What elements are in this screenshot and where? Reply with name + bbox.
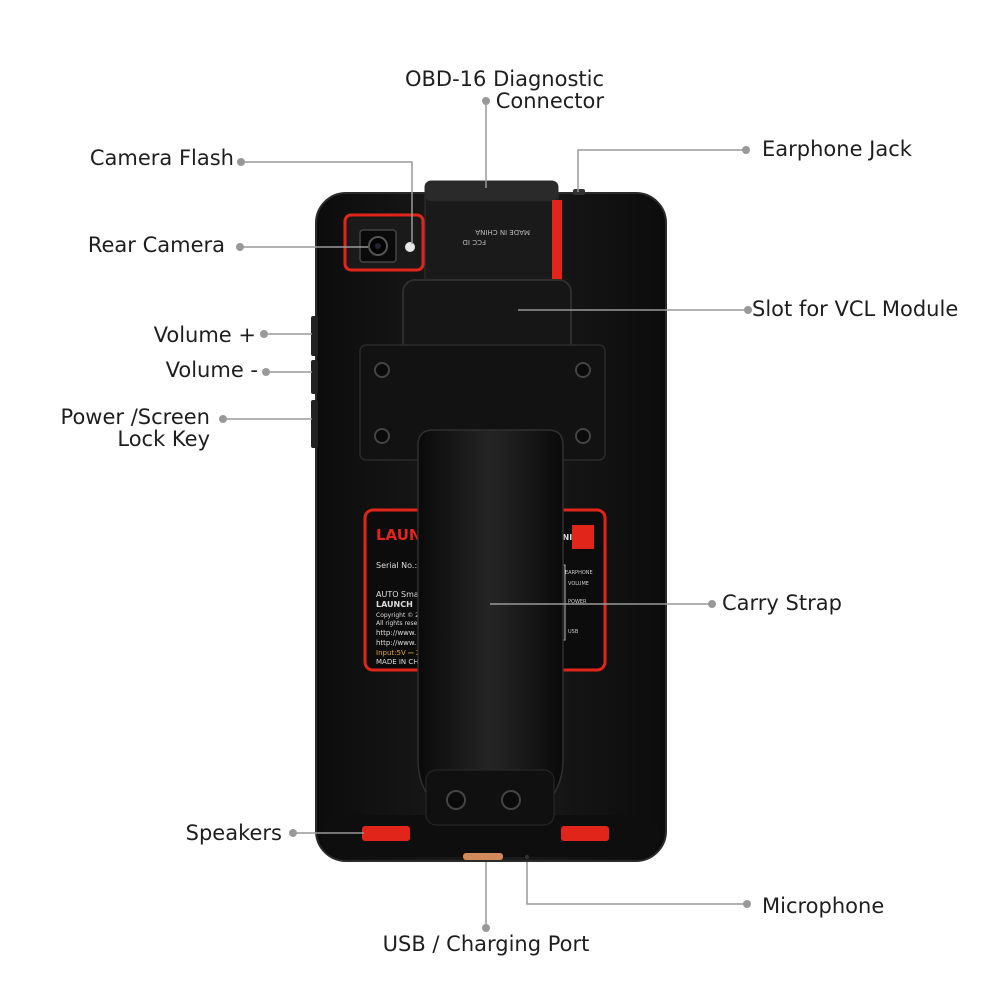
svg-text:AUTO Sma: AUTO Sma bbox=[376, 590, 419, 599]
screw bbox=[374, 428, 390, 444]
volume-up-button[interactable] bbox=[311, 316, 318, 356]
earphone-jack bbox=[573, 189, 585, 195]
speakers bbox=[362, 826, 609, 841]
carry-strap-label: Carry Strap bbox=[722, 591, 842, 615]
screw bbox=[374, 362, 390, 378]
svg-text:USB: USB bbox=[568, 629, 579, 635]
volume-down-label: Volume - bbox=[165, 358, 258, 382]
speaker-right bbox=[561, 826, 609, 841]
strap-screw bbox=[501, 790, 521, 810]
svg-text:All rights reser: All rights reser bbox=[376, 620, 420, 627]
plate-serial-label: Serial No.: bbox=[376, 561, 417, 570]
earphone-jack-label: Earphone Jack bbox=[762, 137, 912, 161]
rear-camera-module bbox=[343, 213, 425, 272]
connector-made-mark: MADE IN CHINA bbox=[475, 228, 530, 236]
svg-text:POWER: POWER bbox=[568, 599, 587, 605]
rear-camera-label: Rear Camera bbox=[87, 233, 225, 257]
obd-connector-label: OBD-16 Diagnostic Connector bbox=[405, 67, 604, 113]
microphone-hole bbox=[525, 855, 529, 859]
power-button[interactable] bbox=[311, 400, 318, 448]
usb-charging-port bbox=[463, 853, 503, 860]
svg-text:Input:5V ⎓ 2: Input:5V ⎓ 2 bbox=[376, 649, 420, 657]
volume-down-button[interactable] bbox=[311, 360, 318, 394]
usb-port-label: USB / Charging Port bbox=[382, 932, 590, 956]
svg-text:http://www.: http://www. bbox=[376, 639, 416, 647]
microphone-label: Microphone bbox=[762, 894, 885, 918]
svg-text:http://www.: http://www. bbox=[376, 629, 416, 637]
screw bbox=[575, 362, 591, 378]
obd-connector: FCC ID MADE IN CHINA bbox=[424, 180, 562, 287]
camera-flash bbox=[405, 242, 415, 252]
svg-text:MADE IN CHI: MADE IN CHI bbox=[376, 658, 421, 666]
plate-lines: AUTO Sma LAUNCH Copyright © 20 All right… bbox=[376, 590, 423, 666]
svg-text:EARPHONE: EARPHONE bbox=[565, 570, 593, 576]
svg-text:Copyright © 20: Copyright © 20 bbox=[376, 612, 423, 619]
leader-lines bbox=[223, 101, 748, 928]
svg-text:LAUNCH: LAUNCH bbox=[376, 600, 413, 609]
power-key-label: Power /Screen Lock Key bbox=[60, 405, 210, 451]
volume-up-label: Volume + bbox=[153, 323, 256, 347]
connector-fcc-mark: FCC ID bbox=[463, 238, 486, 246]
camera-flash-label: Camera Flash bbox=[89, 146, 234, 170]
speakers-label: Speakers bbox=[185, 821, 282, 845]
leader-dots bbox=[219, 97, 752, 932]
strap-screw bbox=[446, 790, 466, 810]
screw bbox=[575, 428, 591, 444]
speaker-left bbox=[362, 826, 410, 841]
svg-text:VOLUME: VOLUME bbox=[568, 581, 589, 587]
vcl-slot-label: Slot for VCL Module bbox=[752, 297, 959, 321]
carry-strap bbox=[417, 429, 564, 826]
